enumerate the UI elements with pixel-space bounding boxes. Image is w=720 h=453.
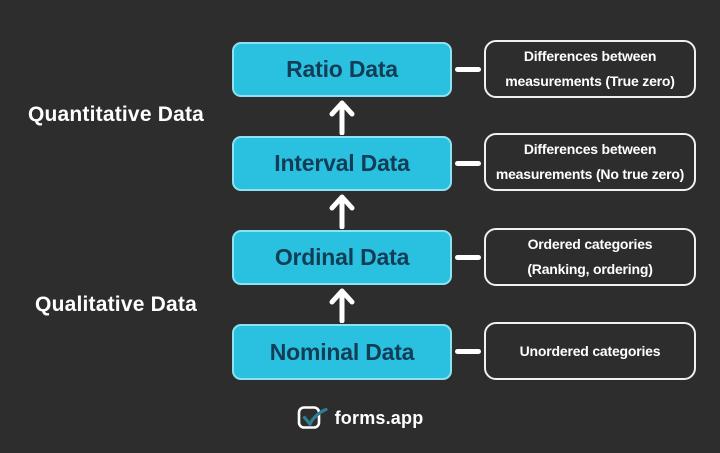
desc-text: Differences between bbox=[523, 48, 657, 64]
desc-text: measurements (No true zero) bbox=[495, 166, 685, 182]
desc-text: (Ranking, ordering) bbox=[527, 261, 653, 277]
up-arrow-icon bbox=[329, 288, 355, 323]
up-arrow-icon bbox=[329, 194, 355, 229]
forms-app-logo: forms.app bbox=[0, 405, 720, 431]
forms-app-logo-text: forms.app bbox=[334, 407, 424, 428]
forms-app-logo-icon bbox=[297, 406, 328, 429]
desc-text: Ordered categories bbox=[527, 236, 653, 252]
level-box-nominal: Nominal Data bbox=[232, 324, 452, 380]
connector-line bbox=[455, 67, 481, 72]
connector-line bbox=[455, 349, 481, 354]
desc-box-interval: Differences between measurements (No tru… bbox=[484, 133, 696, 191]
level-box-ratio: Ratio Data bbox=[232, 42, 452, 97]
desc-box-ordinal: Ordered categories (Ranking, ordering) bbox=[484, 228, 696, 286]
connector-line bbox=[455, 161, 481, 166]
connector-line bbox=[455, 255, 481, 260]
level-box-ordinal: Ordinal Data bbox=[232, 230, 452, 285]
desc-box-ratio: Differences between measurements (True z… bbox=[484, 40, 696, 98]
level-box-interval: Interval Data bbox=[232, 136, 452, 191]
up-arrow-icon bbox=[329, 100, 355, 135]
desc-box-nominal: Unordered categories bbox=[484, 322, 696, 380]
desc-text: Differences between bbox=[523, 141, 657, 157]
group-label-qualitative: Qualitative Data bbox=[35, 293, 197, 316]
group-label-quantitative: Quantitative Data bbox=[27, 103, 205, 126]
desc-text: measurements (True zero) bbox=[505, 73, 675, 89]
desc-text: Unordered categories bbox=[519, 342, 661, 359]
